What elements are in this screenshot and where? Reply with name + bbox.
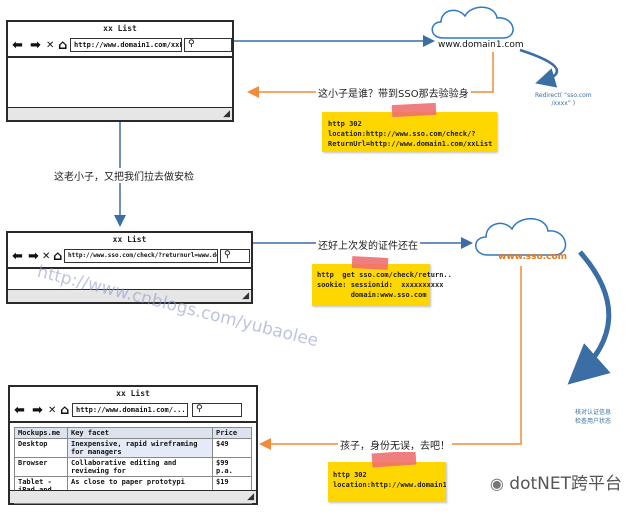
wechat-icon: ◉ — [489, 474, 504, 493]
address-bar[interactable]: http://www.domain1.com/xxList — [70, 38, 182, 52]
window-title: xx List — [103, 24, 137, 33]
table-cell: $49 — [212, 438, 252, 458]
cloud-sso-label: www.sso.com — [498, 252, 567, 262]
table-header-row: Mockups.me Key facet Price — [14, 427, 252, 439]
brand-text: dotNET跨平台 — [509, 474, 622, 494]
label-old-guy: 这老小子，又把我们拉去做安检 — [52, 168, 196, 183]
sticky-note-sso-get: http get sso.com/check/return.. sookie: … — [312, 264, 452, 306]
search-box[interactable]: ⚲ — [184, 38, 232, 52]
mockups-table: Mockups.me Key facet Price Desktop Inexp… — [14, 427, 252, 504]
verify-note: 核对认证信息 检查用户状态 — [575, 409, 612, 425]
status-bar: ◢ — [8, 107, 232, 120]
search-box[interactable]: ⚲ — [192, 403, 242, 417]
cloud-sso-icon — [475, 218, 567, 256]
resize-handle-icon[interactable]: ◢ — [223, 109, 230, 119]
table-cell: Desktop — [14, 438, 68, 458]
browser-toolbar: ⬅ ➡ ✕ ⌂ http://www.sso.com/check/?return… — [8, 247, 251, 269]
table-header[interactable]: Key facet — [67, 427, 213, 439]
close-icon[interactable]: ✕ — [48, 405, 57, 416]
browser-window-2: xx List ⬅ ➡ ✕ ⌂ http://www.sso.com/check… — [6, 231, 253, 304]
search-icon: ⚲ — [224, 250, 231, 260]
forward-arrow-icon[interactable]: ➡ — [30, 38, 41, 53]
table-cell: Inexpensive, rapid wireframing for manag… — [67, 438, 213, 458]
browser-toolbar: ⬅ ➡ ✕ ⌂ http://www.domain1.com/... ⚲ — [10, 401, 256, 423]
label-who-is-this: 这小子是谁？带到SSO那去验验身 — [316, 85, 471, 100]
label-identity-ok: 孩子，身份无误，去吧！ — [338, 437, 452, 452]
table-cell: $99 p.a. — [212, 457, 252, 477]
window-title: xx List — [112, 235, 147, 244]
back-arrow-icon[interactable]: ⬅ — [12, 38, 23, 53]
back-arrow-icon[interactable]: ⬅ — [12, 249, 23, 264]
close-icon[interactable]: ✕ — [42, 251, 51, 262]
resize-handle-icon[interactable]: ◢ — [247, 492, 254, 502]
table-header[interactable]: Price — [212, 427, 252, 439]
arrow-redirect-curve — [519, 48, 559, 88]
home-icon[interactable]: ⌂ — [58, 38, 68, 53]
search-icon: ⚲ — [188, 39, 195, 49]
window-title: xx List — [116, 389, 150, 398]
browser-toolbar: ⬅ ➡ ✕ ⌂ http://www.domain1.com/xxList ⚲ — [8, 36, 232, 58]
redirect-note: Redirect( “sso.com /xxxx” ) — [535, 92, 592, 107]
status-bar: ◢ — [8, 289, 251, 302]
forward-arrow-icon[interactable]: ➡ — [32, 403, 43, 418]
browser-window-1: xx List ⬅ ➡ ✕ ⌂ http://www.domain1.com/x… — [6, 20, 234, 122]
sticky-note-302-domain1: http 302 location:http://www.domain1.com… — [328, 462, 446, 502]
search-icon: ⚲ — [196, 404, 203, 414]
table-row[interactable]: Desktop Inexpensive, rapid wireframing f… — [14, 438, 252, 458]
sticky-note-302-sso: http 302 location:http://www.sso.com/che… — [322, 112, 497, 152]
address-bar[interactable]: http://www.domain1.com/... — [72, 403, 188, 417]
resize-handle-icon[interactable]: ◢ — [242, 291, 249, 301]
table-cell: Collaborative editing and reviewing for — [67, 457, 213, 477]
table-header[interactable]: Mockups.me — [14, 427, 68, 439]
table-row[interactable]: Browser Collaborative editing and review… — [14, 457, 252, 477]
forward-arrow-icon[interactable]: ➡ — [28, 249, 39, 264]
cloud-domain1-icon — [431, 6, 514, 39]
label-cert-valid: 还好上次发的证件还在 — [316, 237, 420, 252]
close-icon[interactable]: ✕ — [46, 40, 55, 51]
cloud-domain1-label: www.domain1.com — [438, 40, 524, 50]
back-arrow-icon[interactable]: ⬅ — [14, 403, 25, 418]
tape-icon — [391, 102, 437, 118]
brand-dotnet: ◉ dotNET跨平台 — [490, 469, 622, 494]
arrow-sso-curve — [567, 250, 612, 385]
search-box[interactable]: ⚲ — [220, 249, 250, 263]
table-cell: Browser — [14, 457, 68, 477]
browser-window-3: xx List ⬅ ➡ ✕ ⌂ http://www.domain1.com/.… — [8, 385, 258, 505]
home-icon[interactable]: ⌂ — [53, 249, 63, 264]
address-bar[interactable]: http://www.sso.com/check/?returnurl=www.… — [64, 249, 218, 263]
home-icon[interactable]: ⌂ — [60, 403, 70, 418]
status-bar: ◢ — [10, 490, 256, 503]
tape-icon — [351, 256, 389, 270]
